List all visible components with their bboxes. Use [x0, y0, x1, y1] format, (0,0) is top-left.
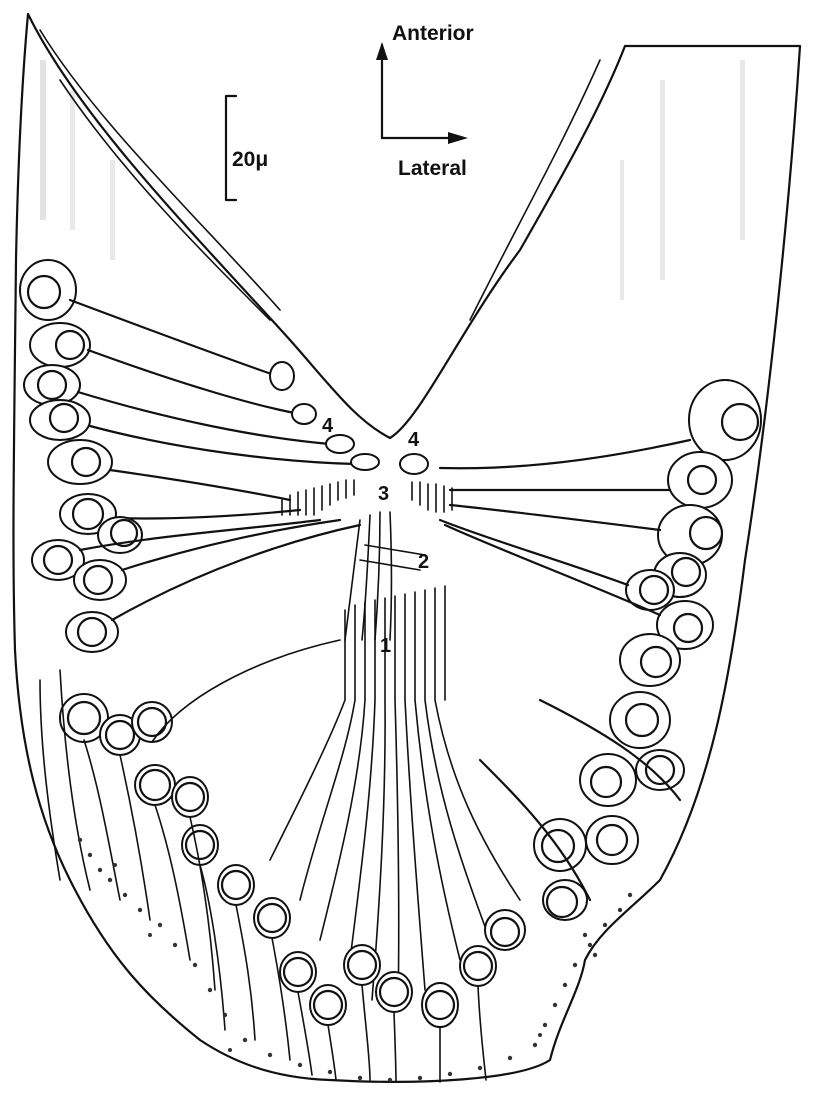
lower-left-receptor-cells [40, 640, 496, 1082]
lateral-label: Lateral [398, 157, 467, 180]
orientation-indicator: Anterior Lateral [376, 22, 474, 180]
marker-3: 3 [378, 483, 389, 505]
marker-4-left: 4 [322, 415, 334, 437]
lateral-arrowhead [448, 132, 468, 144]
scale-bar: 20μ [226, 96, 268, 200]
scale-bar-label: 20μ [232, 148, 268, 171]
marker-2: 2 [418, 551, 429, 573]
tuft-3-right [412, 482, 452, 512]
left-receptor-cells [20, 260, 379, 652]
marker-1: 1 [380, 635, 391, 657]
marker-4-right: 4 [408, 429, 420, 451]
right-inner-line [470, 60, 600, 320]
right-receptor-cells [400, 380, 761, 950]
anterior-label: Anterior [392, 22, 474, 45]
anterior-arrowhead [376, 42, 388, 60]
